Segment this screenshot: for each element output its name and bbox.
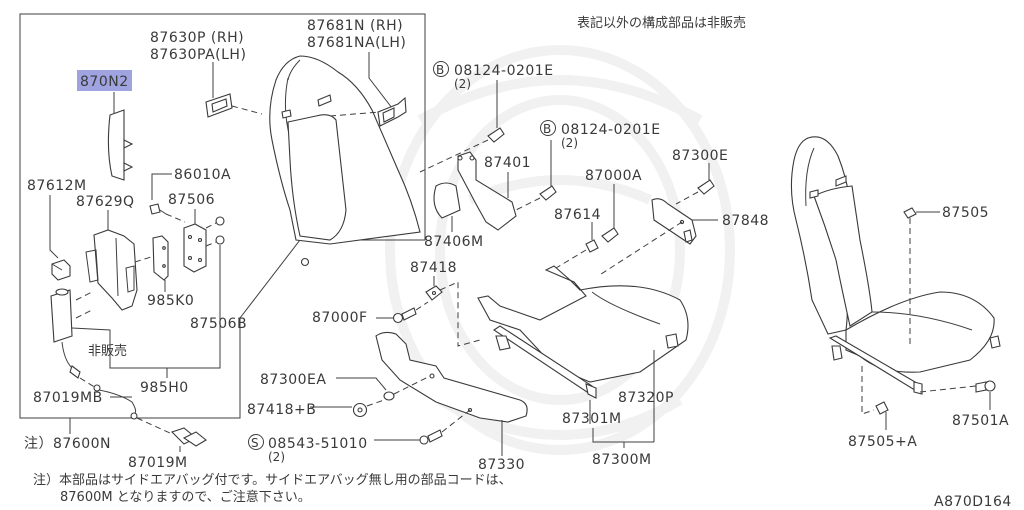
label-87505A[interactable]: 87505+A — [848, 434, 917, 450]
part-87681N-escutcheon[interactable] — [377, 96, 407, 127]
watermark-emblem — [385, 45, 735, 455]
part-87505A-clip[interactable] — [875, 401, 889, 415]
part-screw-08543-51010[interactable] — [419, 429, 443, 445]
label-985K0[interactable]: 985K0 — [147, 293, 194, 309]
svg-text:B: B — [436, 63, 444, 77]
label-87401[interactable]: 87401 — [484, 155, 531, 171]
footnote-line-2: 87600M となりますので、ご注意下さい。 — [60, 489, 311, 505]
part-bolt-08124-0201E-2[interactable] — [539, 185, 557, 201]
part-87401-bracket[interactable] — [457, 151, 517, 231]
label-87505[interactable]: 87505 — [942, 205, 989, 221]
label-87406M[interactable]: 87406M — [424, 234, 484, 250]
diagram-reference-code: A870D164 — [934, 494, 1012, 510]
part-87630P-escutcheon[interactable] — [205, 93, 233, 118]
label-87000F[interactable]: 87000F — [312, 310, 368, 326]
label-screw-qty: (2) — [268, 450, 285, 464]
part-87019M-connector[interactable] — [170, 427, 207, 447]
footnote-line-1: 注）本部品はサイドエアバッグ付です。サイドエアバッグ無し用の部品コードは、 — [33, 473, 512, 488]
label-87612M[interactable]: 87612M — [27, 178, 87, 194]
part-985H0-airbag-module[interactable] — [50, 288, 81, 379]
part-87505-clip[interactable] — [903, 207, 917, 219]
label-87019MB[interactable]: 87019MB — [33, 390, 103, 406]
label-87300EA[interactable]: 87300EA — [260, 372, 326, 388]
label-bolt-qty-1: (2) — [454, 77, 471, 91]
label-87501A[interactable]: 87501A — [952, 413, 1009, 429]
label-bolt-qty-2: (2) — [561, 136, 578, 150]
part-87300E-bolt[interactable] — [697, 179, 715, 195]
part-87000F-bolt[interactable] — [392, 307, 417, 324]
label-87629Q[interactable]: 87629Q — [76, 194, 135, 210]
label-87681NA[interactable]: 87681NA(LH) — [307, 35, 406, 51]
part-87629Q-bracket[interactable] — [85, 229, 138, 311]
screw-marker-S: S — [248, 434, 264, 450]
part-87000A-bolt[interactable] — [601, 227, 619, 243]
label-87681N[interactable]: 87681N (RH) — [307, 18, 403, 34]
part-985K0-plate[interactable] — [152, 235, 169, 281]
label-bolt-08124-0201E-1[interactable]: 08124-0201E — [454, 63, 554, 79]
label-87630P[interactable]: 87630P (RH) — [150, 30, 244, 46]
label-985H0[interactable]: 985H0 — [140, 380, 189, 396]
part-87506B-nuts[interactable] — [215, 216, 225, 245]
bolt-marker-B-2: B — [540, 120, 556, 136]
label-87320P[interactable]: 87320P — [618, 390, 674, 406]
part-86010A-bolt[interactable] — [149, 203, 167, 215]
label-870N2[interactable]: 870N2 — [80, 74, 129, 90]
seat-back-trim[interactable] — [269, 55, 421, 267]
part-87418B-knob[interactable] — [352, 402, 368, 418]
label-87301M[interactable]: 87301M — [562, 411, 622, 427]
note-non-sale-components: 表記以外の構成部品は非販売 — [577, 15, 746, 31]
label-87506B[interactable]: 87506B — [190, 316, 247, 332]
part-87506-plate[interactable] — [183, 223, 207, 273]
label-87000A[interactable]: 87000A — [585, 168, 642, 184]
label-87630PA[interactable]: 87630PA(LH) — [150, 47, 246, 63]
label-87506[interactable]: 87506 — [168, 192, 215, 208]
label-assembly-87600N[interactable]: 注）87600N — [24, 436, 111, 452]
label-87019M[interactable]: 87019M — [128, 455, 188, 471]
part-bolt-08124-0201E-1[interactable] — [487, 127, 505, 143]
label-screw-08543-51010[interactable]: 08543-51010 — [268, 436, 368, 452]
part-87320P-seat-cushion[interactable] — [477, 265, 689, 383]
label-bolt-08124-0201E-2[interactable]: 08124-0201E — [561, 122, 661, 138]
part-87418-clip[interactable] — [425, 285, 443, 301]
selected-part-highlight — [77, 70, 132, 91]
label-not-sold: 非販売 — [88, 343, 127, 359]
label-87300M[interactable]: 87300M — [592, 452, 652, 468]
part-87019MB-harness[interactable] — [79, 377, 173, 435]
part-87301M-rail[interactable] — [493, 325, 597, 399]
complete-seat-assembly[interactable] — [790, 136, 1001, 395]
bolt-marker-B-1: B — [433, 61, 449, 77]
label-87330[interactable]: 87330 — [478, 457, 525, 473]
part-870N2-cover[interactable] — [107, 109, 134, 181]
part-87612M-sensor[interactable] — [51, 259, 71, 281]
label-87614[interactable]: 87614 — [554, 207, 601, 223]
label-87418[interactable]: 87418 — [410, 260, 457, 276]
label-87848[interactable]: 87848 — [722, 213, 769, 229]
svg-text:B: B — [543, 122, 551, 136]
part-87848-cover[interactable] — [651, 198, 697, 245]
label-87300E[interactable]: 87300E — [672, 148, 728, 164]
part-87501A-bolt[interactable] — [975, 380, 996, 393]
svg-text:S: S — [251, 436, 259, 450]
part-87614-bushing[interactable] — [585, 239, 599, 253]
label-86010A[interactable]: 86010A — [174, 167, 231, 183]
part-87406M-cover[interactable] — [433, 182, 461, 219]
label-87418B[interactable]: 87418+B — [247, 402, 316, 418]
part-87300EA-washer[interactable] — [383, 391, 395, 401]
airbag-assembly-box — [19, 13, 426, 434]
